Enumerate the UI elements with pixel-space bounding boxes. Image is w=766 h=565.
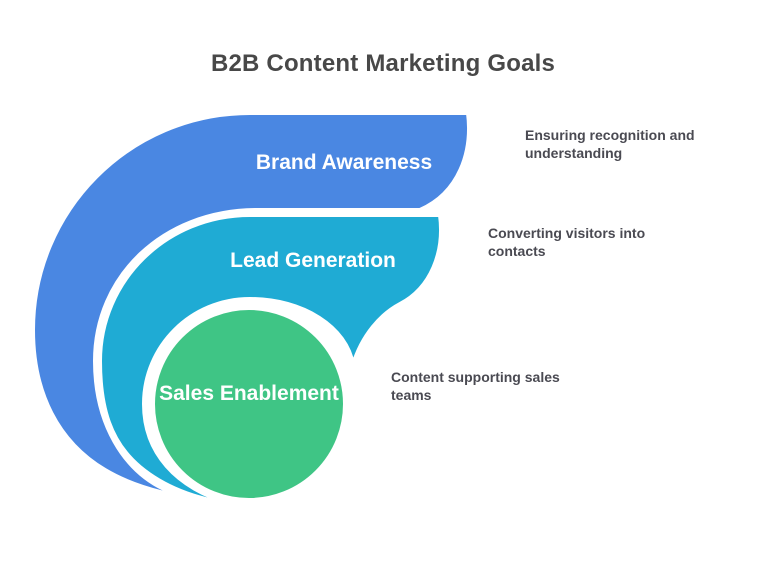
sales-enablement-label: Sales Enablement [159,382,339,405]
lead-generation-shape [98,213,443,506]
brand-awareness-label: Brand Awareness [255,151,433,174]
sales-enablement-description: Content supporting sales teams [391,369,560,403]
page-title: B2B Content Marketing Goals [210,50,556,77]
sales-enablement-shape [151,306,347,502]
lead-generation-label: Lead Generation [230,249,396,272]
brand-awareness-shape [31,111,471,502]
brand-awareness-description: Ensuring recognition and understanding [525,127,695,161]
lead-generation-description: Converting visitors into contacts [488,225,646,259]
